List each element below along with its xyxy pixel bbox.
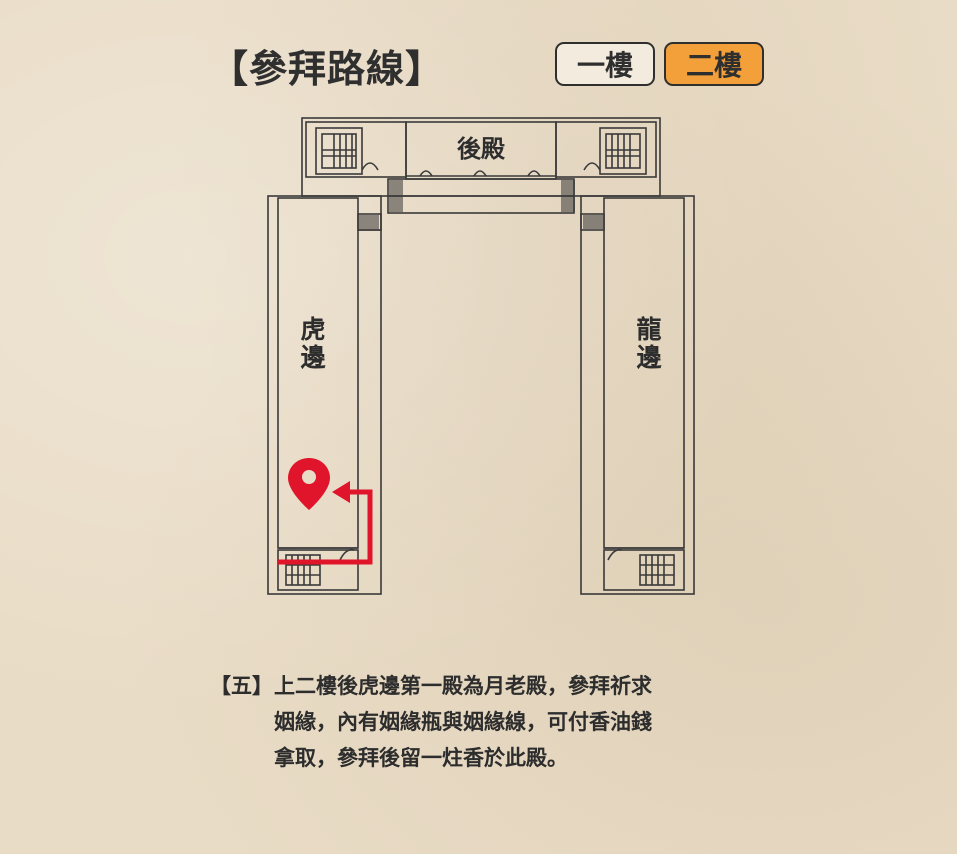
tiger-wing (267, 195, 382, 595)
location-pin-icon (288, 458, 330, 510)
step-line-1: 上二樓後虎邊第一殿為月老殿，參拜祈求 (274, 674, 652, 698)
step-description: 【五】 上二樓後虎邊第一殿為月老殿，參拜祈求 姻緣，內有姻緣瓶與姻緣線，可付香油… (210, 668, 770, 776)
dragon-side-label-2: 邊 (636, 343, 661, 372)
step-number: 【五】 (210, 674, 273, 698)
floor-1-button[interactable]: 一樓 (555, 42, 655, 86)
page-title: 【參拜路線】 (210, 47, 445, 91)
floor-2-button[interactable]: 二樓 (664, 42, 764, 86)
dragon-side-label-1: 龍 (636, 315, 661, 344)
stair-top-right (599, 127, 647, 175)
step-line-3: 拿取，參拜後留一炷香於此殿。 (274, 746, 568, 770)
step-line-2: 姻緣，內有姻緣瓶與姻緣線，可付香油錢 (274, 710, 652, 734)
stair-top-left (315, 127, 363, 175)
route-arrow (278, 481, 373, 565)
dragon-wing (580, 195, 695, 595)
rear-hall-doors (361, 162, 601, 177)
tiger-side-label-2: 邊 (300, 343, 325, 372)
corridor-hatches (359, 180, 603, 229)
tiger-side-label-1: 虎 (300, 315, 325, 344)
rear-hall-label: 後殿 (457, 135, 506, 163)
